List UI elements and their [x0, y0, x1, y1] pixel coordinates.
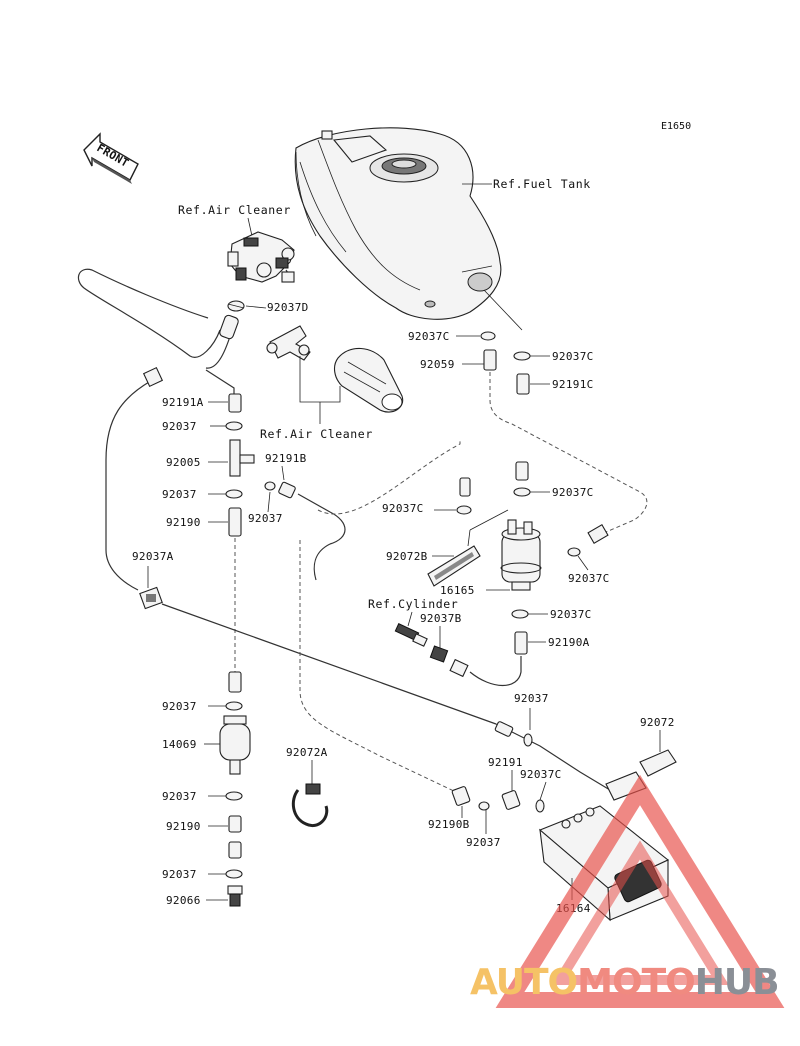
label-92191C: 92191C — [552, 378, 594, 391]
label-92190-b: 92190 — [166, 820, 201, 833]
label-92190-a: 92190 — [166, 516, 201, 529]
label-92190B: 92190B — [428, 818, 470, 831]
diagram-code: E1650 — [661, 121, 691, 132]
bracket-92072B — [427, 545, 481, 587]
label-92037-e: 92037 — [162, 700, 197, 713]
label-92191: 92191 — [488, 756, 523, 769]
label-92037C-c: 92037C — [382, 502, 424, 515]
cylinder-nipple — [394, 623, 428, 647]
label-92072B: 92072B — [386, 550, 428, 563]
label-92037-f: 92037 — [162, 790, 197, 803]
label-92191A: 92191A — [162, 396, 204, 409]
clamp-92037D — [227, 300, 245, 312]
label-92072: 92072 — [640, 716, 675, 729]
watermark-text: AUTOMOTOHUB — [470, 962, 779, 1003]
watermark-moto: MOTO — [577, 962, 695, 1003]
label-92066: 92066 — [166, 894, 201, 907]
t-joint-92005 — [229, 439, 255, 477]
ref-cylinder-label: Ref.Cylinder — [368, 597, 458, 611]
label-92037C-a: 92037C — [408, 330, 450, 343]
ref-air-cleaner-top-label: Ref.Air Cleaner — [178, 203, 291, 217]
label-92037C-d: 92037C — [552, 486, 594, 499]
label-92190A: 92190A — [548, 636, 590, 649]
label-92037C-f: 92037C — [550, 608, 592, 621]
watermark-auto: AUTO — [470, 962, 577, 1003]
label-92005: 92005 — [166, 456, 201, 469]
ref-fuel-tank-label: Ref.Fuel Tank — [493, 177, 591, 191]
fuel-filter-16165 — [500, 519, 542, 591]
fuel-tank — [294, 127, 502, 320]
ref-air-cleaner-mid-label: Ref.Air Cleaner — [260, 427, 373, 441]
label-92037-c: 92037 — [248, 512, 283, 525]
watermark-hub: HUB — [695, 962, 779, 1003]
label-92037-d: 92037 — [514, 692, 549, 705]
band-92072 — [605, 749, 677, 801]
clip-92072A — [291, 783, 329, 827]
label-92072A: 92072A — [286, 746, 328, 759]
plug-92066 — [227, 885, 243, 907]
air-cleaner-duct — [333, 347, 404, 413]
fuel-filter-14069 — [219, 715, 251, 775]
label-92037C-e: 92037C — [568, 572, 610, 585]
label-92037-g: 92037 — [162, 868, 197, 881]
label-92191B: 92191B — [265, 452, 307, 465]
clamp-92037A — [139, 586, 163, 610]
label-92037-h: 92037 — [466, 836, 501, 849]
label-92059: 92059 — [420, 358, 455, 371]
air-valve-assembly — [227, 231, 295, 283]
label-92037B: 92037B — [420, 612, 462, 625]
label-92037-b: 92037 — [162, 488, 197, 501]
label-92037C-b: 92037C — [552, 350, 594, 363]
label-14069: 14069 — [162, 738, 197, 751]
label-16165: 16165 — [440, 584, 475, 597]
front-arrow-icon: FRONT — [83, 132, 139, 184]
label-92037C-g: 92037C — [520, 768, 562, 781]
label-92037A: 92037A — [132, 550, 174, 563]
automotohub-logo — [495, 774, 785, 1008]
tee-fitting — [266, 325, 311, 361]
label-92037D: 92037D — [267, 301, 309, 314]
label-92037-a: 92037 — [162, 420, 197, 433]
